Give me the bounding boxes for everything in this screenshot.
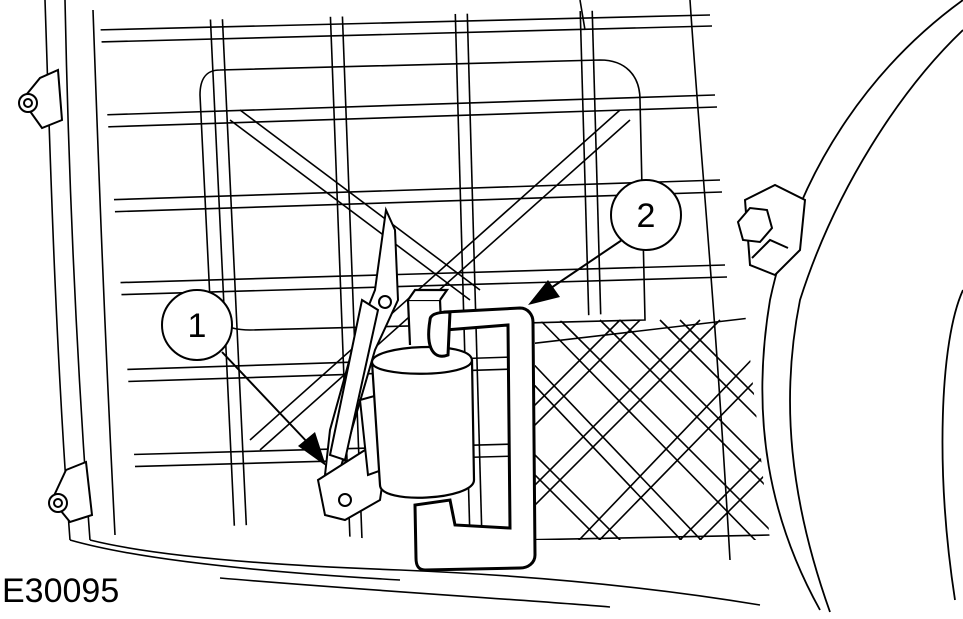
callout-1-label: 1 xyxy=(188,307,207,345)
figure-code: E30095 xyxy=(2,572,120,610)
housing-frame xyxy=(44,0,761,608)
grid-lattice xyxy=(100,8,733,541)
callout-2: 2 xyxy=(528,179,682,305)
callout-1-arrowhead xyxy=(298,432,326,466)
callout-2-circle xyxy=(610,179,682,251)
mounting-lug-upper xyxy=(18,68,64,130)
mounting-bracket xyxy=(413,306,537,572)
callout-2-label: 2 xyxy=(637,197,656,235)
callout-1-circle xyxy=(161,289,233,361)
mounting-lug-lower xyxy=(48,460,94,524)
blower-scroll-housing xyxy=(761,0,963,613)
callout-1: 1 xyxy=(161,289,326,466)
callout-1-leader xyxy=(221,351,311,446)
cross-mesh xyxy=(535,317,770,540)
hex-fastener xyxy=(736,183,807,277)
callout-2-arrowhead xyxy=(528,280,560,305)
callout-2-leader xyxy=(544,239,623,293)
linkage-lever xyxy=(316,206,400,522)
